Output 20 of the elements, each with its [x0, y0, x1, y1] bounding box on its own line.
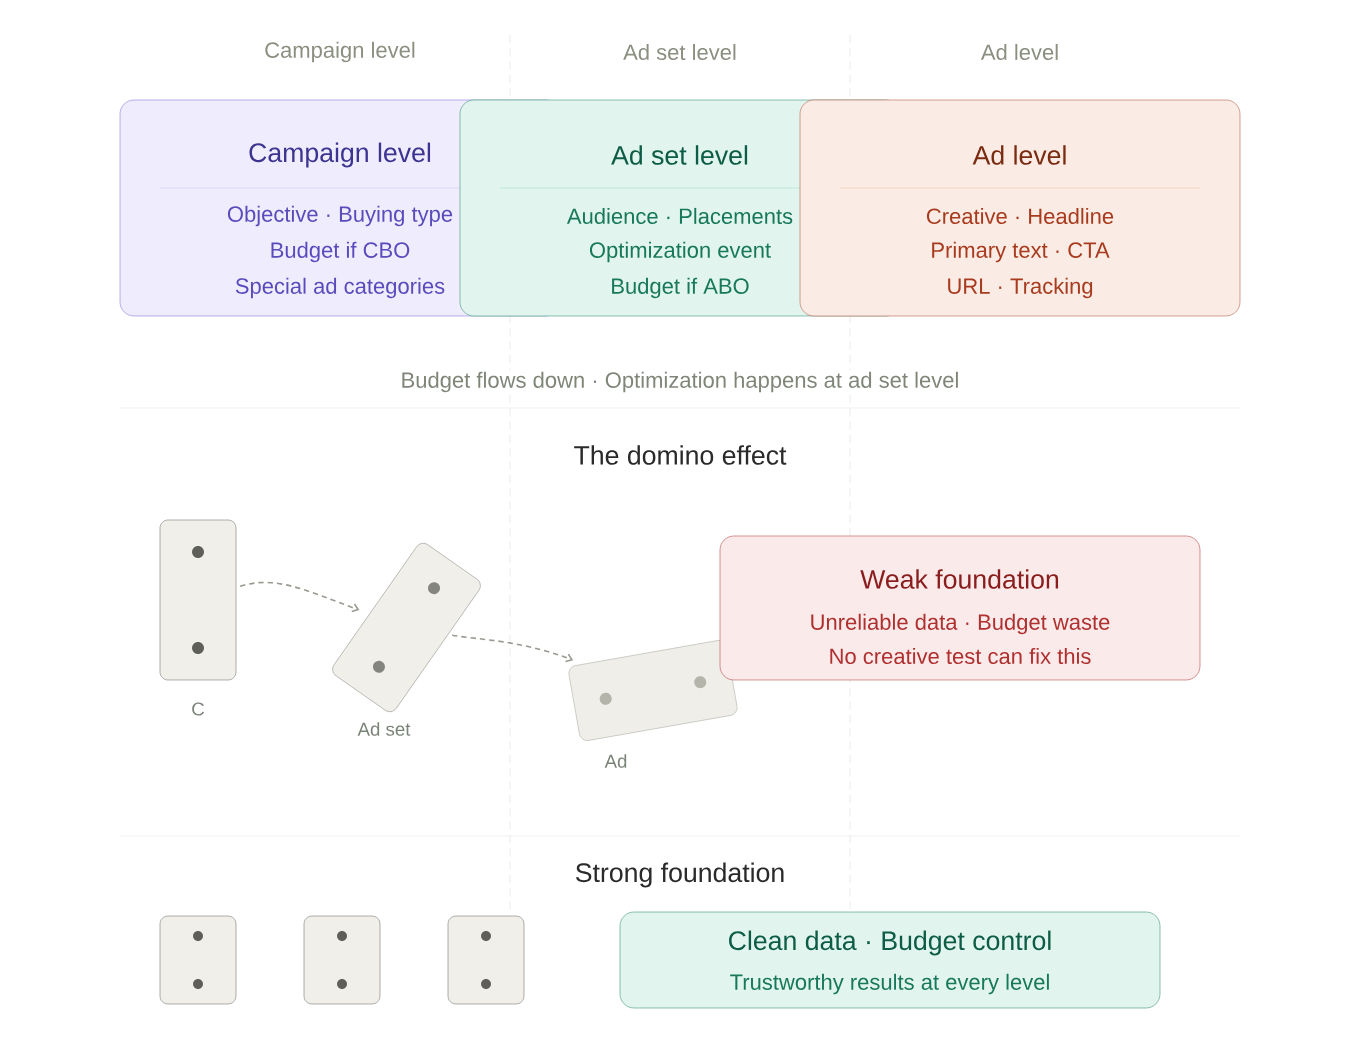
- column-heading: Campaign level: [262, 40, 418, 64]
- arrow: [239, 581, 360, 613]
- summary-text: Budget flows down · Optimization happens at ad set level: [399, 370, 961, 394]
- section-heading: The domino effect: [572, 443, 788, 467]
- section-heading: Strong foundation: [573, 861, 787, 889]
- domino-drawing: [373, 582, 441, 673]
- domino-drawing: [568, 640, 738, 741]
- domino-label: Ad set: [357, 722, 411, 736]
- result-box: Weak foundation Unreliable data · Budget waste No creative test can fix this: [719, 535, 1201, 681]
- domino-label: C: [192, 702, 205, 716]
- domino-drawing: [303, 915, 381, 1005]
- domino-drawing: [447, 915, 525, 1005]
- result-box: Clean data · Budget control Trustworthy results at every level: [619, 911, 1161, 1009]
- domino-drawing: [159, 519, 237, 681]
- domino-label: Ad: [604, 754, 627, 768]
- arrow: [451, 634, 574, 663]
- domino-drawing: [159, 915, 237, 1005]
- column-heading: Ad level: [979, 42, 1061, 62]
- column-heading: Ad set level: [621, 42, 739, 62]
- level-box: Ad level Creative · Headline Primary text · CTA URL · Tracking: [799, 99, 1241, 317]
